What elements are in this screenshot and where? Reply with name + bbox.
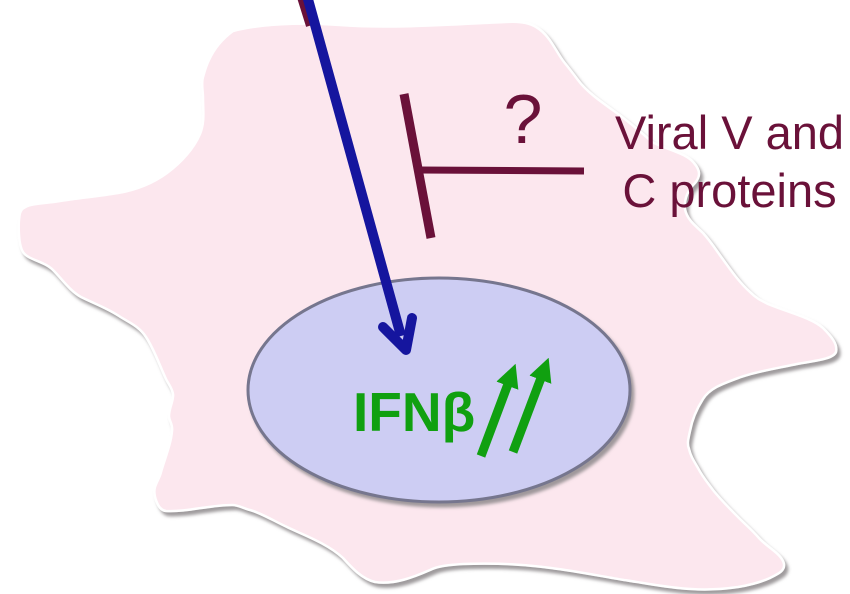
infection-arrow-head [378, 313, 417, 355]
infection-arrow [303, 0, 417, 355]
up-arrow-left [476, 363, 519, 458]
viral-proteins-line2: C proteins [622, 164, 837, 217]
question-mark-label: ? [503, 80, 543, 158]
viral-proteins-label: Viral V and C proteins [597, 104, 850, 220]
inhibition-tbar-blocker [399, 93, 436, 239]
upregulation-arrows [476, 357, 552, 458]
infection-arrow-shaft [303, 0, 406, 338]
viral-proteins-line1: Viral V and [614, 106, 845, 159]
inhibition-tbar-stem [417, 166, 585, 175]
second-arrow-fragment [297, 0, 312, 27]
ifnb-label: IFNβ [353, 381, 476, 443]
inhibition-tbar [399, 93, 585, 239]
nucleus [246, 276, 632, 504]
up-arrow-right [508, 357, 552, 454]
